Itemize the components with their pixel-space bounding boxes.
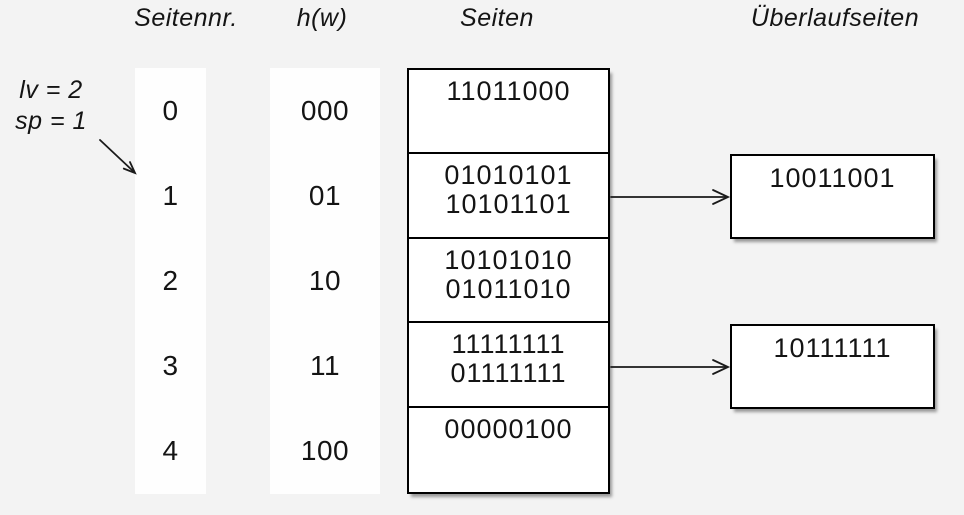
hash-value-column: 000 01 10 11 100: [270, 68, 380, 494]
level-value: lv = 2: [19, 76, 83, 104]
page-number-column: 0 1 2 3 4: [135, 68, 206, 494]
page-cell-1: 01010101 10101101: [409, 154, 608, 239]
record-value: 01111111: [450, 358, 567, 389]
hash-value-3: 11: [309, 350, 341, 382]
page-cell-4: 00000100: [409, 408, 608, 492]
hash-value-2: 10: [308, 264, 342, 296]
split-pointer-arrow: [99, 139, 137, 175]
hash-value-4: 100: [300, 435, 350, 467]
arrow-row3-to-overflow2: [610, 359, 731, 375]
overflow-page-1: 10011001: [730, 154, 935, 239]
column-header-seitennr: Seitennr.: [134, 4, 238, 32]
page-cell-0: 11011000: [409, 70, 608, 155]
record-value: 01010101: [444, 160, 573, 191]
column-header-seiten: Seiten: [460, 4, 534, 32]
hash-value-1: 01: [308, 179, 342, 211]
column-header-hw: h(w): [296, 4, 348, 32]
record-value: 10101101: [445, 189, 572, 220]
state-annotation: lv = 2 sp = 1: [8, 75, 94, 137]
page-number-1: 1: [162, 179, 179, 211]
page-number-4: 4: [162, 435, 179, 467]
record-value: 01011010: [445, 273, 572, 304]
arrow-row1-to-overflow1: [610, 189, 731, 205]
overflow-page-2: 10111111: [730, 324, 935, 409]
page-number-3: 3: [162, 350, 179, 382]
record-value: 11011000: [446, 76, 571, 106]
pages-box: 11011000 01010101 10101101 10101010 0101…: [407, 68, 610, 494]
page-cell-2: 10101010 01011010: [409, 239, 608, 324]
record-value: 10111111: [773, 333, 892, 363]
record-value: 11111111: [451, 329, 566, 360]
record-value: 00000100: [444, 413, 573, 444]
split-pointer-value: sp = 1: [15, 107, 87, 135]
page-number-0: 0: [162, 94, 179, 126]
hash-value-0: 000: [300, 94, 350, 126]
page-number-2: 2: [162, 264, 179, 296]
record-value: 10011001: [769, 163, 896, 193]
page-cell-3: 11111111 01111111: [409, 323, 608, 408]
record-value: 10101010: [444, 244, 573, 275]
column-header-ueberlaufseiten: Überlaufseiten: [750, 4, 920, 32]
